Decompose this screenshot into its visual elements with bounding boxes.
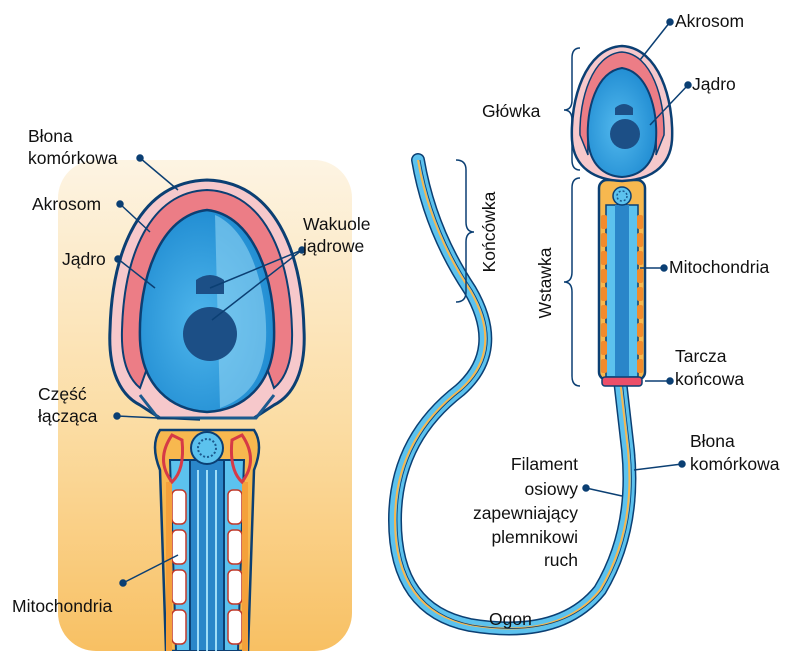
label-cell-membrane-2: komórkowa	[28, 148, 118, 168]
label-vacuoles-1: Wakuole	[303, 214, 370, 234]
right-midpiece	[599, 180, 645, 386]
label-vacuoles-2: jądrowe	[302, 236, 364, 256]
label-nucleus: Jądro	[62, 249, 106, 269]
left-detail-panel: Błona komórkowa Akrosom Jądro Wakuole ją…	[12, 126, 370, 651]
label-r-mitochondria: Mitochondria	[669, 257, 769, 277]
label-connecting-1: Część	[38, 384, 87, 404]
label-mitochondria: Mitochondria	[12, 596, 112, 616]
label-r-head: Główka	[482, 101, 541, 121]
right-tail	[395, 160, 631, 628]
label-r-membrane-1: Błona	[690, 431, 735, 451]
right-head	[572, 46, 672, 181]
midpiece-brace	[564, 178, 580, 386]
label-r-nucleus: Jądro	[692, 74, 736, 94]
label-cell-membrane-1: Błona	[28, 126, 73, 146]
label-r-filament-1: Filament	[511, 454, 578, 474]
label-r-filament-5: ruch	[544, 550, 578, 570]
label-r-filament-3: zapewniający	[473, 503, 578, 523]
right-full-panel: Akrosom Jądro Główka Mitochondria Tarcza…	[395, 11, 780, 629]
label-r-membrane-2: komórkowa	[690, 454, 780, 474]
label-r-end-disc-2: końcowa	[675, 369, 744, 389]
label-r-acrosome: Akrosom	[675, 11, 744, 31]
label-r-tail: Ogon	[489, 609, 532, 629]
right-end-disc	[602, 377, 642, 386]
label-r-end-piece: Końcówka	[479, 191, 499, 272]
label-r-midpiece: Wstawka	[535, 247, 555, 318]
label-connecting-2: łącząca	[38, 406, 98, 426]
label-r-filament-2: osiowy	[525, 479, 579, 499]
label-r-filament-4: plemnikowi	[491, 527, 578, 547]
left-head	[110, 180, 304, 418]
left-midpiece	[155, 430, 259, 651]
label-r-end-disc-1: Tarcza	[675, 346, 727, 366]
label-acrosome: Akrosom	[32, 194, 101, 214]
left-vacuole-large	[183, 307, 237, 361]
